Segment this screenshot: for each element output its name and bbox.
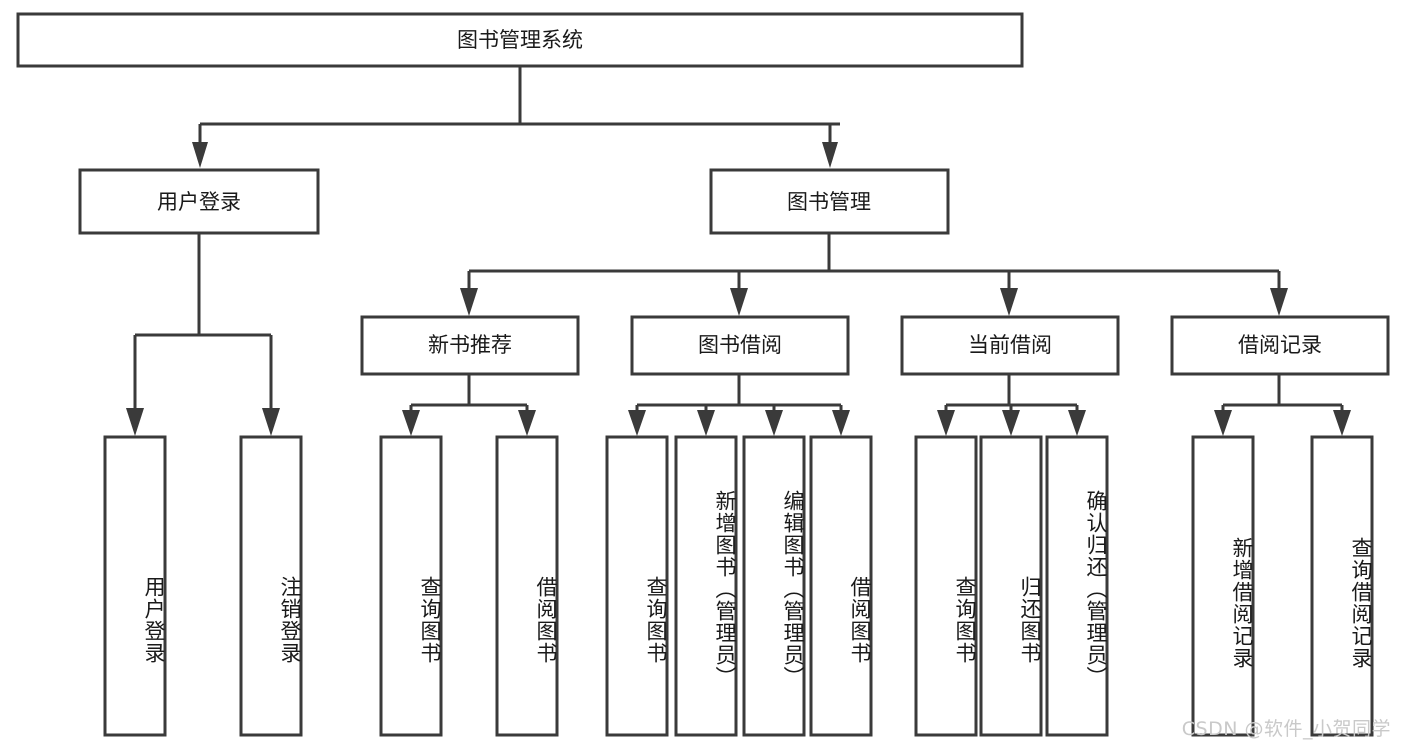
node-current-borrow-box[interactable]	[900, 315, 1120, 376]
node-book-borrow-label: 图书借阅	[698, 333, 782, 357]
arrow-head-leaf-add-record	[1214, 410, 1232, 436]
arrow-head-new-book	[460, 288, 478, 316]
node-new-book-recommend[interactable]: 新书推荐	[360, 315, 580, 376]
arrow-head-leaf-return-book	[1002, 410, 1020, 436]
node-borrow-record[interactable]: 借阅记录	[1170, 315, 1390, 376]
node-current-borrow[interactable]: 当前借阅	[900, 315, 1120, 376]
connector-group-user-login-to-leaves	[126, 234, 280, 436]
arrow-head-leaf-borrow-book-1	[518, 410, 536, 436]
leaf-box-borrow-book-1[interactable]	[495, 435, 559, 737]
node-root[interactable]: 图书管理系统	[16, 12, 1024, 68]
arrow-head-leaf-add-book	[697, 410, 715, 436]
node-root-box[interactable]	[16, 12, 1024, 68]
arrow-head-leaf-confirm-return	[1068, 410, 1086, 436]
node-new-book-recommend-box[interactable]	[360, 315, 580, 376]
node-book-manage-label: 图书管理	[787, 190, 871, 214]
arrow-head-leaf-edit-book	[765, 410, 783, 436]
connector-group-root-to-level2	[192, 66, 840, 168]
leaf-box-confirm-return[interactable]	[1045, 435, 1109, 737]
node-book-manage-box[interactable]	[709, 168, 950, 235]
connector-group-book-manage-to-level3	[460, 234, 1288, 316]
leaf-box-query-book-3[interactable]	[914, 435, 978, 737]
leaf-box-user-login[interactable]	[103, 435, 167, 737]
arrow-head-leaf-query-record	[1333, 410, 1351, 436]
arrow-head-current-borrow	[1000, 288, 1018, 316]
connector-group-current-borrow-to-leaves	[937, 374, 1086, 436]
leaf-box-add-book[interactable]	[674, 435, 738, 737]
node-user-login-label: 用户登录	[157, 190, 241, 214]
leaf-box-add-record[interactable]	[1191, 435, 1255, 737]
node-user-login-box[interactable]	[78, 168, 320, 235]
node-user-login[interactable]: 用户登录	[78, 168, 320, 235]
leaf-boxes-new-book-recommend	[379, 435, 559, 737]
leaf-box-borrow-book-2[interactable]	[809, 435, 873, 737]
arrow-head-leaf-query-book-1	[402, 410, 420, 436]
node-borrow-record-box[interactable]	[1170, 315, 1390, 376]
node-book-manage[interactable]: 图书管理	[709, 168, 950, 235]
node-book-borrow[interactable]: 图书借阅	[630, 315, 850, 376]
leaf-box-logout[interactable]	[239, 435, 303, 737]
csdn-watermark: CSDN @软件_小贺同学	[1181, 718, 1391, 740]
leaf-boxes-current-borrow	[914, 435, 1109, 737]
connector-group-borrow-record-to-leaves	[1214, 374, 1351, 436]
arrow-head-book-borrow	[730, 288, 748, 316]
leaf-boxes-borrow-record	[1191, 435, 1374, 737]
leaf-box-query-record[interactable]	[1310, 435, 1374, 737]
leaf-box-edit-book[interactable]	[742, 435, 806, 737]
connector-group-new-book-to-leaves	[402, 374, 536, 436]
node-root-label: 图书管理系统	[457, 28, 583, 52]
leaf-boxes-book-borrow	[605, 435, 873, 737]
node-new-book-recommend-label: 新书推荐	[428, 333, 512, 357]
node-current-borrow-label: 当前借阅	[968, 333, 1052, 357]
leaf-box-return-book[interactable]	[979, 435, 1043, 737]
node-borrow-record-label: 借阅记录	[1238, 333, 1322, 357]
arrow-head-leaf-query-book-3	[937, 410, 955, 436]
arrow-head-leaf-query-book-2	[628, 410, 646, 436]
leaf-box-query-book-2[interactable]	[605, 435, 669, 737]
arrow-head-book-manage	[822, 142, 838, 168]
arrow-head-user-login	[192, 142, 208, 168]
node-book-borrow-box[interactable]	[630, 315, 850, 376]
connector-group-book-borrow-to-leaves	[628, 374, 850, 436]
leaf-boxes-user-login	[103, 435, 303, 737]
leaf-box-query-book-1[interactable]	[379, 435, 443, 737]
arrow-head-leaf-user-login	[126, 408, 144, 436]
arrow-head-borrow-record	[1270, 288, 1288, 316]
arrow-head-leaf-borrow-book-2	[832, 410, 850, 436]
arrow-head-leaf-logout	[262, 408, 280, 436]
